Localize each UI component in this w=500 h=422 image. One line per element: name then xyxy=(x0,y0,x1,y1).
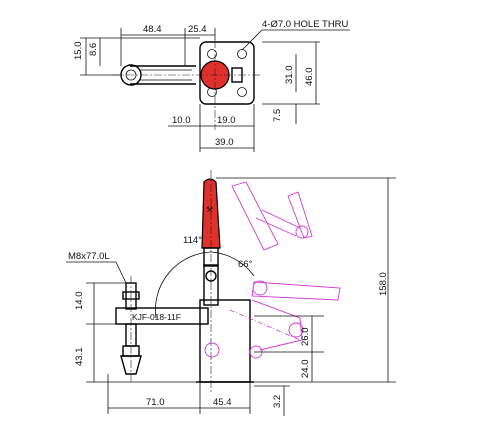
dim-71-0: 71.0 xyxy=(146,397,165,408)
dim-14-0: 14.0 xyxy=(74,292,85,311)
model-label: KJF-018-11F xyxy=(132,312,181,322)
angle-114: 114° xyxy=(183,235,202,246)
dim-45-4: 45.4 xyxy=(213,397,232,408)
dim-8-6: 8.6 xyxy=(88,43,99,56)
dim-24-0: 24.0 xyxy=(300,360,311,379)
ghost-positions xyxy=(204,181,341,359)
angle-66: 66° xyxy=(238,259,253,270)
dim-48-4: 48.4 xyxy=(143,24,162,35)
dim-39-0: 39.0 xyxy=(215,137,234,148)
dim-43-1: 43.1 xyxy=(74,348,85,367)
top-view: 48.4 25.4 4-Ø7.0 HOLE THRU 15.0 8.6 31.0… xyxy=(73,19,350,152)
dim-25-4: 25.4 xyxy=(188,24,207,35)
dim-3-2: 3.2 xyxy=(272,395,283,408)
dim-19-0: 19.0 xyxy=(217,115,236,126)
dim-46-0: 46.0 xyxy=(304,68,315,87)
svg-text:⚒: ⚒ xyxy=(206,205,213,214)
dim-15-0: 15.0 xyxy=(73,42,84,61)
dim-26-0: 26.0 xyxy=(300,328,311,347)
dim-10-0: 10.0 xyxy=(172,115,191,126)
hole-note: 4-Ø7.0 HOLE THRU xyxy=(262,19,349,30)
dim-7-5: 7.5 xyxy=(272,109,283,122)
dim-158-0: 158.0 xyxy=(378,272,389,296)
side-view: ⚒ 114° 66° M8x77.0L KJF-018-11F xyxy=(66,170,396,416)
bolt-note: M8x77.0L xyxy=(68,251,110,262)
dim-31-0: 31.0 xyxy=(284,66,295,85)
